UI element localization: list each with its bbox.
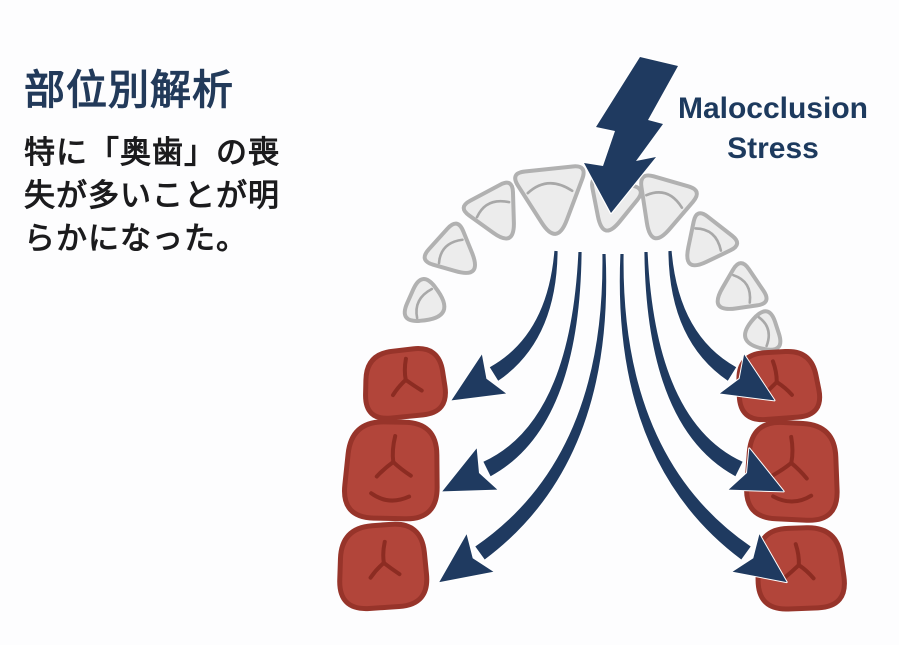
incisor-left-central-detail	[526, 181, 574, 195]
incisor-left-central-shape	[513, 164, 586, 236]
canine-left-detail	[437, 238, 464, 265]
molar-right-2-fissure-4	[771, 493, 814, 504]
molar-left-1	[363, 346, 448, 421]
canine-right-detail	[732, 273, 752, 304]
stress-label-line1: Malocclusion	[678, 92, 868, 125]
incisor-right-lateral	[685, 211, 740, 268]
canine-left	[422, 221, 477, 275]
stress-arrow-left-3	[438, 253, 608, 584]
canine-right	[715, 261, 769, 311]
lightning-bolt-group	[582, 55, 680, 215]
premolar-left	[402, 277, 447, 323]
body-text-line-1: 特に「奥歯」の喪	[24, 135, 280, 171]
molar-left-1-fissure-3	[391, 377, 408, 398]
molar-left-2-fissure-3	[374, 460, 396, 479]
stress-arrow-left-2	[441, 251, 583, 493]
side-text-block: 部位別解析 特に「奥歯」の喪 失が多いことが明 らかになった。	[24, 67, 354, 260]
page-title: 部位別解析	[24, 67, 234, 113]
premolar-right-shape	[743, 309, 783, 352]
body-text-line-3: らかになった。	[24, 221, 248, 257]
molar-left-2-fissure-4	[369, 491, 412, 503]
molar-right-3	[755, 525, 847, 612]
front-teeth-group	[402, 164, 783, 352]
stress-arrows-group	[438, 249, 788, 584]
stress-arrow-left-1	[450, 249, 559, 402]
molar-left-1-shape	[363, 346, 448, 421]
incisor-right-central-shape	[639, 173, 699, 241]
stress-arrow-right-2	[643, 251, 785, 493]
molar-left-2	[342, 419, 440, 522]
incisor-right-central-detail	[645, 191, 684, 209]
incisor-left-central	[513, 164, 586, 236]
lightning-bolt-icon	[582, 55, 680, 215]
incisor-left-lateral-shape	[461, 180, 516, 241]
molar-left-3	[337, 521, 430, 611]
stress-arrow-right-3	[618, 253, 788, 584]
premolar-right-detail	[757, 316, 770, 348]
canine-left-shape	[422, 221, 477, 275]
molar-left-3-fissure-3	[368, 560, 386, 580]
molar-right-1-fissure-3	[774, 380, 794, 397]
incisor-left-lateral-detail	[475, 199, 511, 219]
stress-arrow-right-1	[667, 249, 776, 402]
canine-right-shape	[715, 261, 769, 311]
incisor-right-lateral-detail	[694, 227, 723, 252]
lost-molars-group	[337, 346, 847, 612]
molar-right-2-fissure-3	[789, 460, 809, 481]
molar-right-2-fissure-1	[789, 434, 795, 465]
molar-left-2-shape	[342, 419, 440, 522]
premolar-left-detail	[415, 287, 434, 320]
incisor-right-lateral-shape	[685, 211, 740, 268]
incisor-right-central	[639, 173, 699, 241]
premolar-left-shape	[402, 277, 447, 323]
incisor-left-lateral	[461, 180, 516, 241]
premolar-right	[743, 309, 783, 352]
molar-left-2-fissure-1	[390, 434, 398, 465]
body-text-line-2: 失が多いことが明	[24, 178, 280, 214]
stress-label-line2: Stress	[727, 132, 819, 165]
molar-right-3-fissure-3	[796, 563, 816, 581]
molar-left-3-shape	[337, 521, 430, 611]
